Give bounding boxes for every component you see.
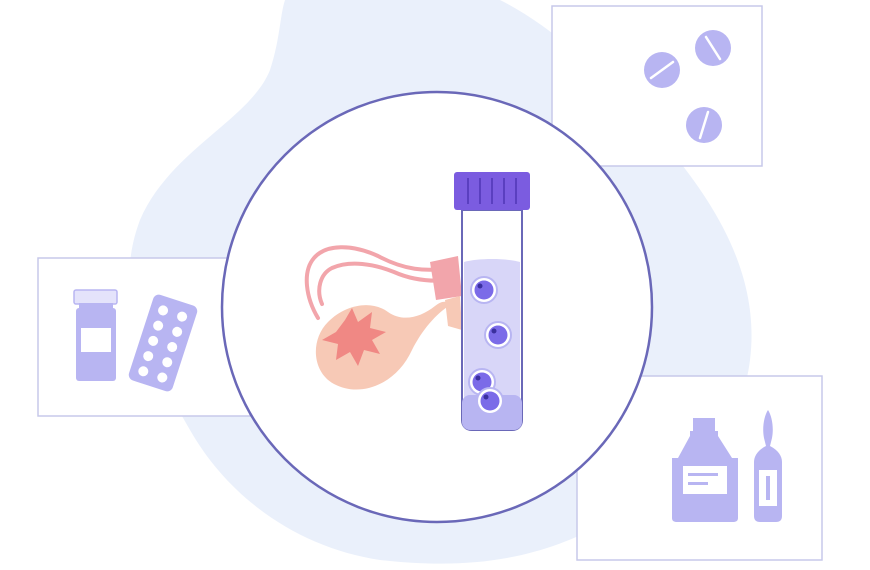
uterus-ovary-icon [304,245,462,390]
medication-panel [37,257,251,417]
vial-and-ampoule-icon [672,410,782,522]
embryo-4 [476,387,504,415]
embryo-2 [484,321,512,349]
pills-panel [551,5,763,167]
injection-panel [576,375,823,561]
embryo-1 [470,276,498,304]
pill-bottle-and-blister-pack-icon [73,289,198,392]
round-pills-icon [644,30,731,143]
embryo-test-tube-icon [454,172,530,431]
